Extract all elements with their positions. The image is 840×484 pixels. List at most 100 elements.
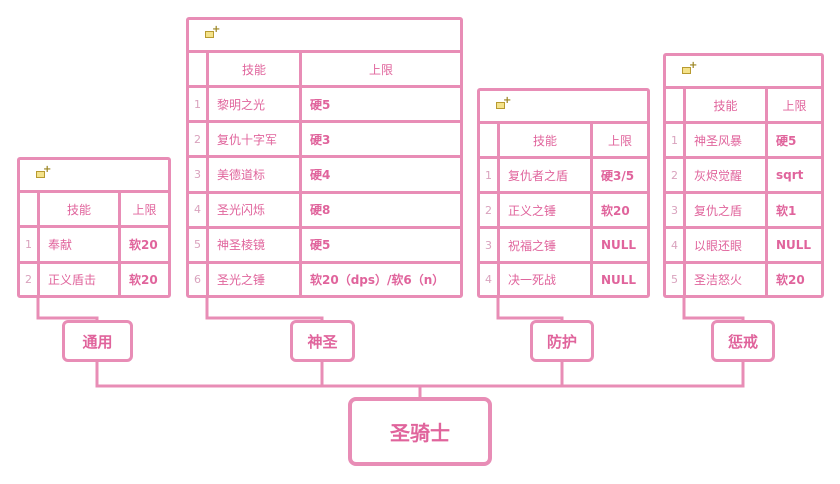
edit-note-icon[interactable] [496, 95, 511, 110]
limit-cell: 硬5 [765, 121, 821, 160]
skill-cell: 正义盾击 [37, 260, 121, 295]
skill-cell: 圣光闪烁 [206, 190, 302, 229]
header-index-cell [189, 49, 209, 89]
header-limit: 上限 [118, 189, 168, 229]
skill-cell: 以眼还眼 [683, 226, 768, 265]
skill-cell: 灰烬觉醒 [683, 156, 768, 195]
skill-cell: 黎明之光 [206, 85, 302, 124]
skill-cell: 圣洁怒火 [683, 261, 768, 295]
row-index: 1 [480, 156, 500, 195]
root-node[interactable]: 圣骑士 [348, 397, 492, 466]
limit-cell: 硬3 [299, 120, 460, 159]
skill-cell: 圣光之锤 [206, 260, 302, 295]
header-limit: 上限 [765, 85, 821, 125]
row-index: 2 [666, 156, 686, 195]
edit-note-icon[interactable] [205, 24, 220, 39]
skill-cell: 复仇之盾 [683, 191, 768, 230]
header-index-cell [480, 120, 500, 160]
table-title-row [666, 56, 821, 89]
row-index: 3 [189, 155, 209, 194]
table-header-row: 技能上限 [189, 49, 460, 89]
header-skill: 技能 [206, 49, 302, 89]
row-index: 1 [189, 85, 209, 124]
table-title-row [20, 160, 168, 193]
limit-cell: 硬5 [299, 85, 460, 124]
skill-cell: 正义之锤 [497, 191, 593, 230]
connector-general [36, 296, 99, 321]
row-index: 4 [480, 261, 500, 295]
header-limit: 上限 [299, 49, 460, 89]
connector-retribution [682, 296, 745, 321]
limit-cell: NULL [590, 226, 647, 265]
edit-note-icon[interactable] [36, 164, 51, 179]
row-index: 1 [666, 121, 686, 160]
branch-label-holy[interactable]: 神圣 [290, 320, 355, 362]
row-index: 3 [666, 191, 686, 230]
skill-cell: 神圣风暴 [683, 121, 768, 160]
skill-cell: 美德道标 [206, 155, 302, 194]
row-index: 5 [666, 261, 686, 295]
row-index: 4 [189, 190, 209, 229]
limit-cell: 软1 [765, 191, 821, 230]
row-index: 3 [480, 226, 500, 265]
skill-cell: 神圣棱镜 [206, 225, 302, 264]
table-header-row: 技能上限 [20, 189, 168, 229]
limit-cell: 软20（dps）/软6（n） [299, 260, 460, 295]
limit-cell: 硬8 [299, 190, 460, 229]
branch-label-protection[interactable]: 防护 [530, 320, 594, 362]
row-index: 6 [189, 260, 209, 295]
row-index: 2 [189, 120, 209, 159]
header-skill: 技能 [37, 189, 121, 229]
skill-cell: 奉献 [37, 225, 121, 264]
branch-label-retribution[interactable]: 惩戒 [711, 320, 775, 362]
limit-cell: 软20 [118, 225, 168, 264]
limit-cell: NULL [765, 226, 821, 265]
row-index: 2 [480, 191, 500, 230]
header-skill: 技能 [683, 85, 768, 125]
limit-cell: 硬4 [299, 155, 460, 194]
connector-root [95, 361, 745, 398]
table-retribution: 技能上限1神圣风暴硬52灰烬觉醒sqrt3复仇之盾软14以眼还眼NULL5圣洁怒… [663, 53, 824, 298]
branch-label-general[interactable]: 通用 [62, 320, 133, 362]
limit-cell: sqrt [765, 156, 821, 195]
table-header-row: 技能上限 [666, 85, 821, 125]
table-title-row [189, 20, 460, 53]
header-limit: 上限 [590, 120, 647, 160]
edit-note-icon[interactable] [682, 60, 697, 75]
row-index: 2 [20, 260, 40, 295]
header-index-cell [666, 85, 686, 125]
limit-cell: 软20 [590, 191, 647, 230]
header-skill: 技能 [497, 120, 593, 160]
table-holy: 技能上限1黎明之光硬52复仇十字军硬33美德道标硬44圣光闪烁硬85神圣棱镜硬5… [186, 17, 463, 298]
row-index: 5 [189, 225, 209, 264]
skill-cell: 祝福之锤 [497, 226, 593, 265]
limit-cell: 软20 [765, 261, 821, 295]
header-index-cell [20, 189, 40, 229]
connector-holy [205, 296, 324, 321]
row-index: 1 [20, 225, 40, 264]
limit-cell: 硬5 [299, 225, 460, 264]
limit-cell: NULL [590, 261, 647, 295]
table-header-row: 技能上限 [480, 120, 647, 160]
row-index: 4 [666, 226, 686, 265]
connector-protection [496, 296, 564, 321]
skill-cell: 复仇十字军 [206, 120, 302, 159]
